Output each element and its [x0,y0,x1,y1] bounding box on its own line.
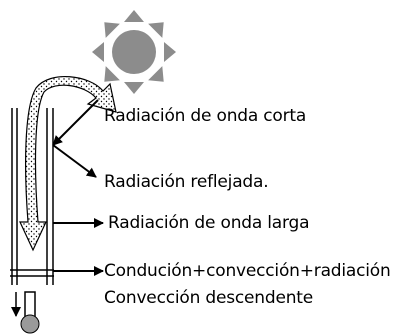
reflected-arrow [52,144,97,178]
sun-icon [92,10,176,94]
shortwave-label: Radiación de onda corta [104,106,307,126]
curved-arrow-icon [19,76,117,252]
reflected-label: Radiación reflejada. [104,172,269,192]
conduction-label: Condución+convección+radiación [104,261,391,281]
thermometer-icon [11,291,40,334]
shortwave-arrow [52,99,99,146]
longwave-label: Radiación de onda larga [108,213,310,233]
downdraft-label: Convección descendente [104,288,313,308]
radiation-arrows [52,99,104,276]
